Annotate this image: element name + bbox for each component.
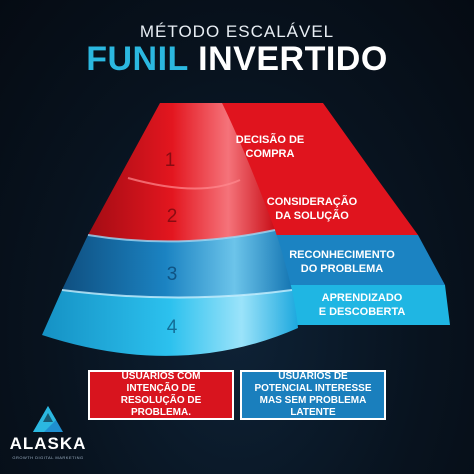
legend-red-text: USUÁRIOS COM INTENÇÃO DE RESOLUÇÃO DE PR…: [120, 371, 202, 418]
stage-3-number: 3: [167, 264, 178, 285]
legend-blue-box: USUÁRIOS DE POTENCIAL INTERESSE MAS SEM …: [240, 370, 386, 420]
stage-4-label-line2: E DESCOBERTA: [319, 306, 406, 318]
logo-tagline: GROWTH DIGITAL MARKETING: [12, 455, 84, 460]
stage-4-label-line1: APRENDIZADO: [322, 292, 403, 304]
ring-1: [127, 177, 241, 190]
subtitle: MÉTODO ESCALÁVEL: [139, 22, 335, 41]
stage-1-number: 1: [165, 150, 176, 171]
cone-red-section: [88, 103, 275, 242]
page-title: FUNIL INVERTIDO: [0, 40, 474, 79]
stage-1-label-line1: DECISÃO DE: [236, 133, 304, 146]
cone-lightblue-section: [42, 290, 298, 356]
alaska-logo-icon: [33, 406, 63, 432]
title-main: INVERTIDO: [198, 40, 388, 78]
stage-2-label-line1: CONSIDERAÇÃO: [267, 195, 358, 208]
legend-red-box: USUÁRIOS COM INTENÇÃO DE RESOLUÇÃO DE PR…: [88, 370, 234, 420]
ring-2: [87, 229, 276, 243]
stage-4-band: [262, 285, 450, 325]
stage-3-label-line1: RECONHECIMENTO: [289, 249, 395, 261]
logo-name: ALASKA: [9, 434, 87, 453]
stage-4-number: 4: [167, 317, 178, 338]
stage-2-number: 2: [167, 206, 178, 227]
legend-blue-text: USUÁRIOS DE POTENCIAL INTERESSE MAS SEM …: [254, 371, 372, 418]
stage-1-label-line2: COMPRA: [246, 148, 295, 160]
cone-blue-section: [62, 230, 292, 298]
title-accent: FUNIL: [86, 40, 189, 78]
ring-3: [61, 289, 293, 299]
stage-2-label-line2: DA SOLUÇÃO: [275, 209, 349, 222]
stage-3-label-line2: DO PROBLEMA: [301, 263, 384, 275]
